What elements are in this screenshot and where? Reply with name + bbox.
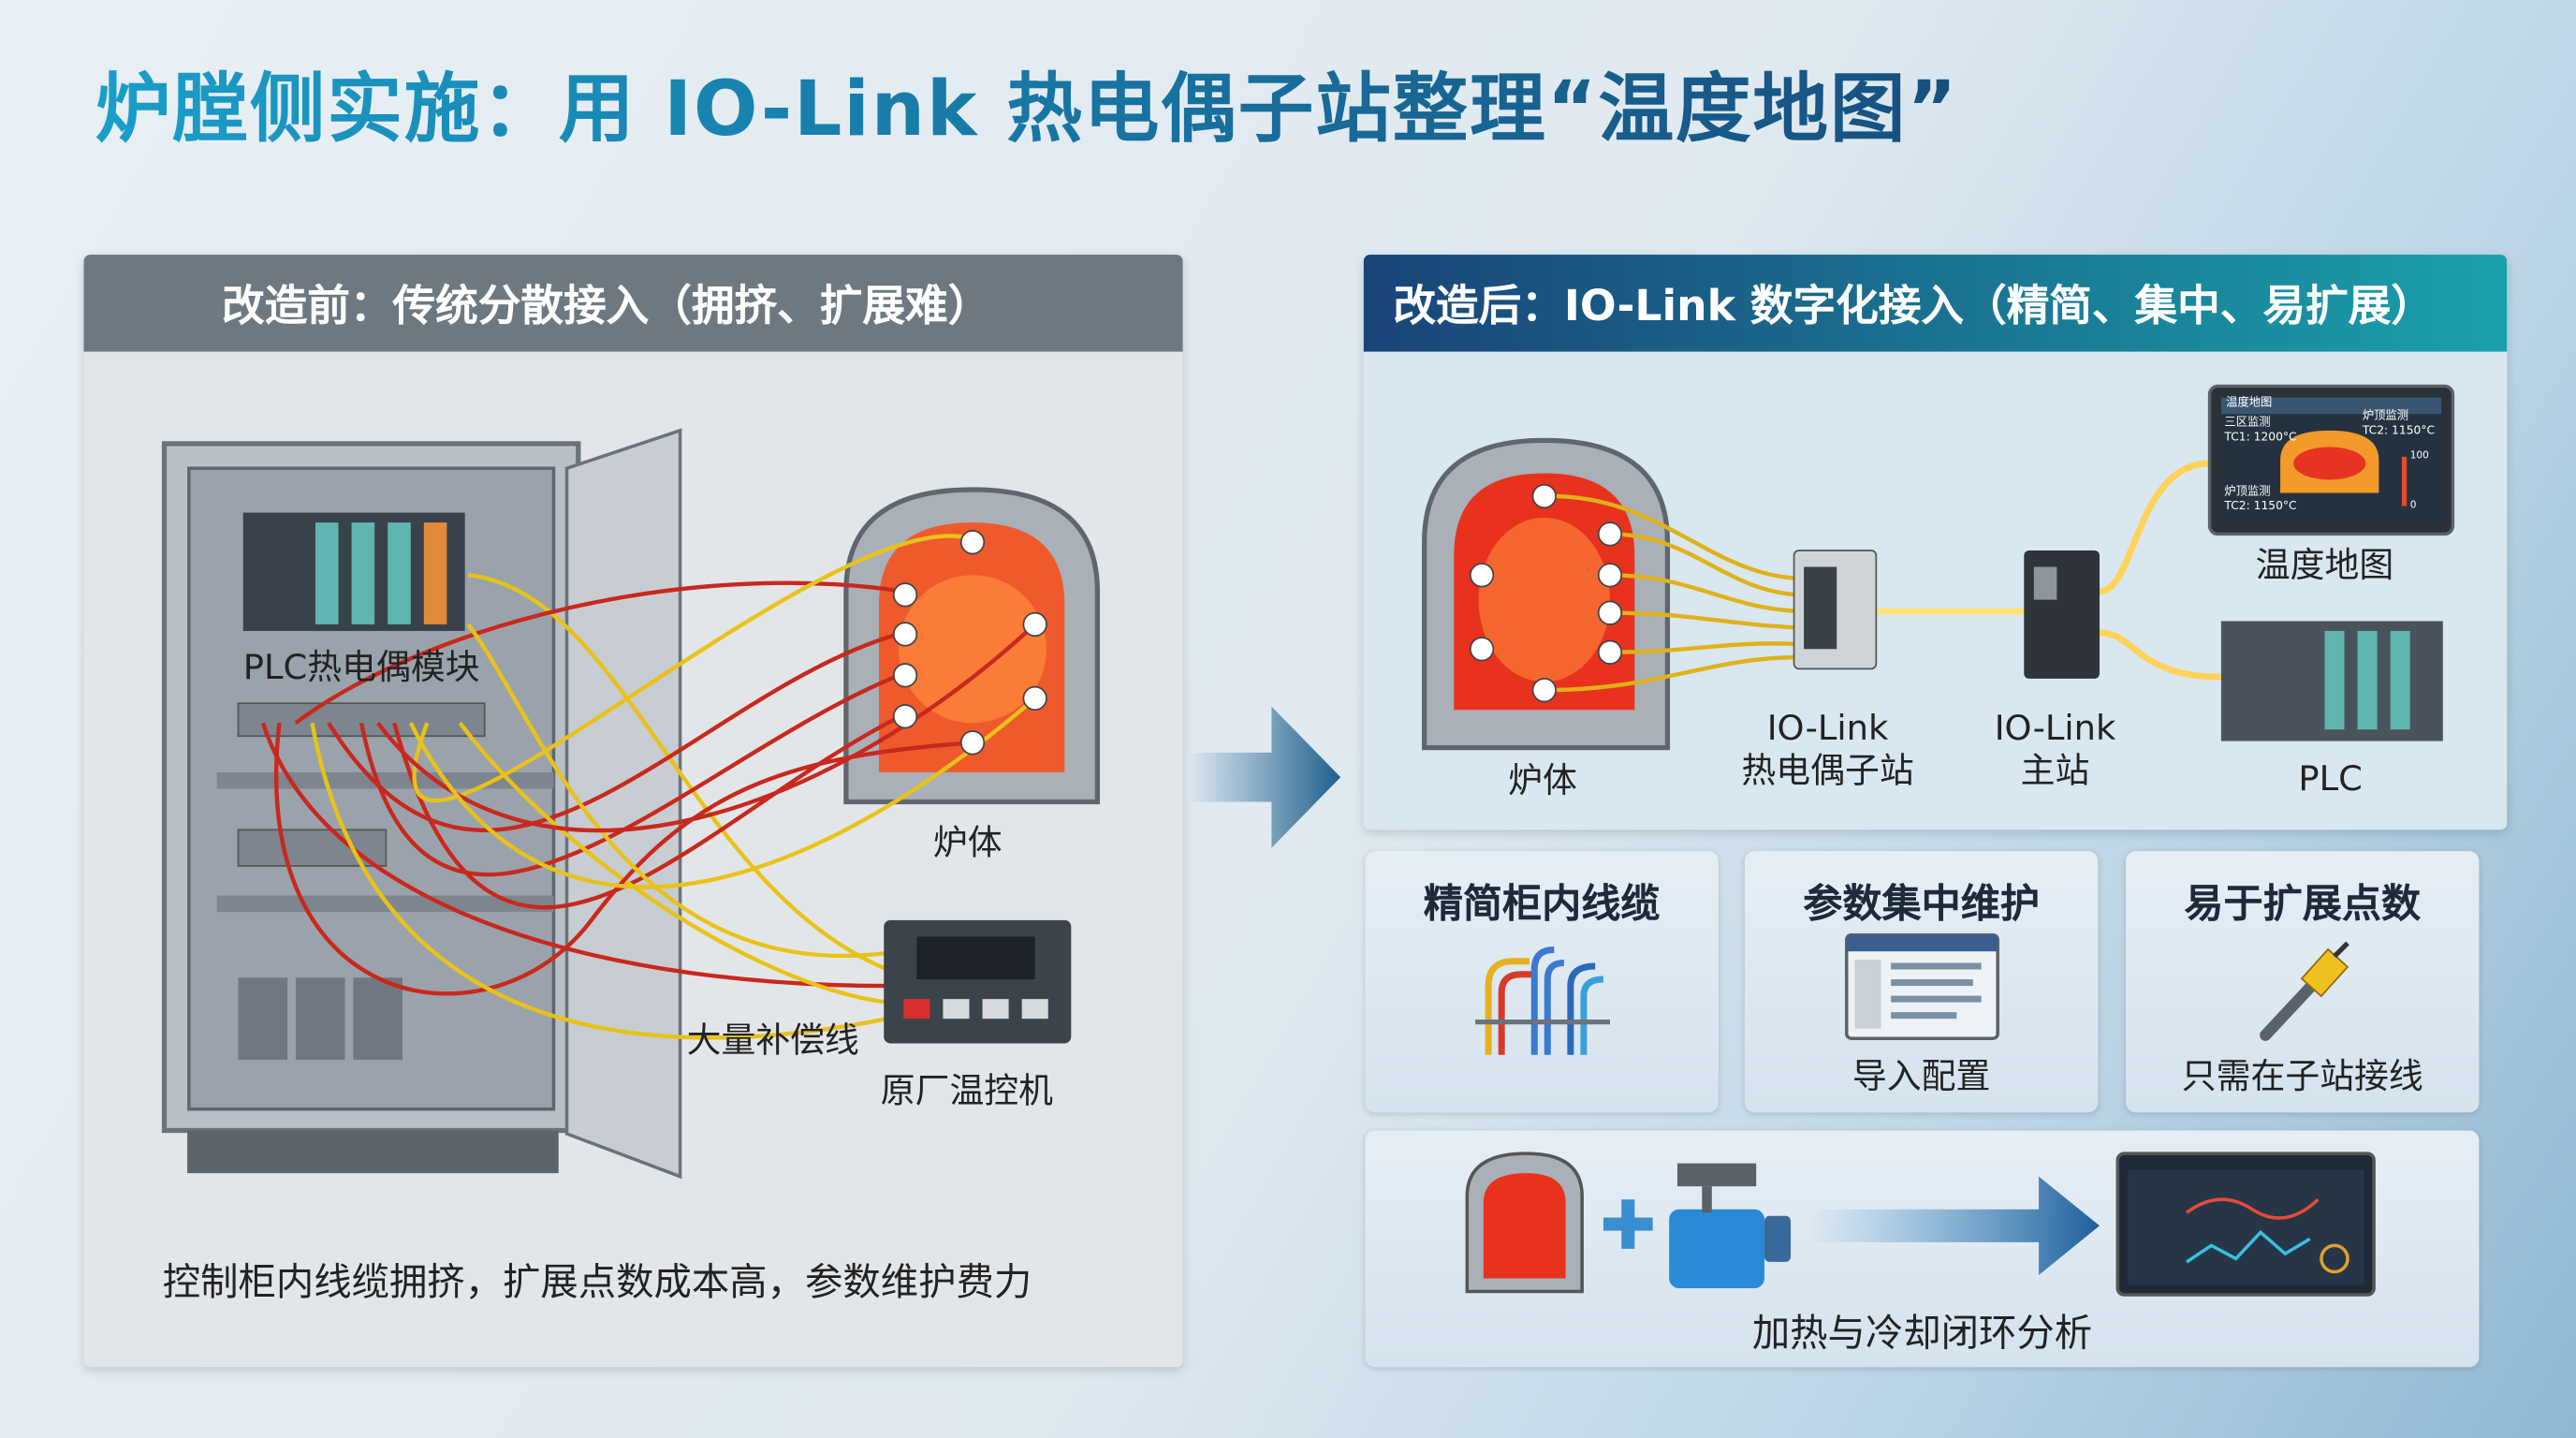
card-params: 参数集中维护 导入配置 [1744, 851, 2099, 1113]
plc-module-label: PLC热电偶模块 [242, 647, 480, 687]
closed-loop-caption: 加热与冷却闭环分析 [1751, 1313, 2093, 1356]
master-label-line2: 主站 [2020, 751, 2090, 791]
slave-label-line1: IO-Link [1766, 708, 1889, 748]
connector-icon [2260, 941, 2349, 1041]
map-top-label: 炉顶监测 [2362, 409, 2408, 423]
closed-loop-diagram [1465, 1152, 2376, 1297]
temperature-map-screen-icon [2207, 384, 2455, 536]
io-link-slave-icon [1793, 550, 1878, 670]
analytics-dashboard-icon [2115, 1152, 2376, 1297]
map-top-value: TC2: 1150°C [2362, 423, 2436, 437]
map-zone-label: 三区监测 [2224, 416, 2271, 430]
map-header: 温度地图 [2226, 395, 2273, 410]
card-title: 易于扩展点数 [2184, 880, 2422, 927]
cooling-unit-icon [1669, 1163, 1792, 1288]
temp-map-label: 温度地图 [2255, 545, 2394, 585]
card-subtitle: 导入配置 [1852, 1056, 1991, 1096]
compensation-wires [260, 534, 1037, 1040]
before-panel: 改造前：传统分散接入（拥挤、扩展难） [83, 255, 1183, 1368]
sensor-wires [1544, 493, 1799, 693]
card-cables: 精简柜内线缆 [1365, 851, 1719, 1113]
map-bottom-value: TC2: 1150°C [2224, 499, 2297, 513]
after-panel: 改造后：IO-Link 数字化接入（精简、集中、易扩展） [1363, 255, 2508, 830]
closed-loop-card: 加热与冷却闭环分析 [1365, 1130, 2480, 1368]
after-diagram [1422, 384, 2455, 751]
card-subtitle: 只需在子站接线 [2181, 1056, 2423, 1096]
plc-label: PLC [2298, 758, 2363, 799]
map-scale-min: 0 [2409, 499, 2417, 511]
map-zone-value: TC1: 1200°C [2224, 430, 2297, 444]
flow-arrow-icon [1808, 1176, 2100, 1275]
plus-icon [1603, 1199, 1653, 1249]
furnace-right [1422, 437, 1671, 751]
furnace-small-icon [1465, 1152, 1584, 1294]
io-link-master-icon [2024, 550, 2100, 679]
before-diagram [161, 428, 1101, 1180]
compensation-wire-label: 大量补偿线 [686, 1020, 859, 1061]
card-title: 精简柜内线缆 [1423, 880, 1661, 927]
furnace-label-left: 炉体 [932, 823, 1003, 863]
thermocouple-icons [892, 530, 1047, 756]
card-title: 参数集中维护 [1803, 880, 2040, 927]
page-title: 炉膛侧实施：用 IO-Link 热电偶子站整理“温度地图” [95, 50, 1958, 158]
transition-arrow-icon [1186, 706, 1341, 848]
furnace-label-right: 炉体 [1508, 760, 1577, 800]
before-header: 改造前：传统分散接入（拥挤、扩展难） [83, 255, 1183, 352]
plc-icon [2220, 621, 2443, 741]
thermocouple-icons-right [1469, 483, 1623, 703]
cabinet-door [564, 428, 682, 1180]
before-caption: 控制柜内线缆拥挤，扩展点数成本高，参数维护费力 [162, 1261, 1032, 1305]
temperature-controller-icon [884, 919, 1072, 1044]
controller-label: 原厂温控机 [880, 1071, 1054, 1111]
config-window-icon [1844, 932, 1999, 1040]
slave-label-line2: 热电偶子站 [1741, 751, 1914, 791]
cables-icon [1475, 946, 1610, 1055]
card-expand: 易于扩展点数 只需在子站接线 [2126, 851, 2480, 1113]
map-scale-max: 100 [2409, 449, 2429, 462]
master-label-line1: IO-Link [1994, 708, 2116, 748]
map-bottom-label: 炉顶监测 [2224, 484, 2271, 498]
after-header: 改造后：IO-Link 数字化接入（精简、集中、易扩展） [1363, 255, 2508, 352]
